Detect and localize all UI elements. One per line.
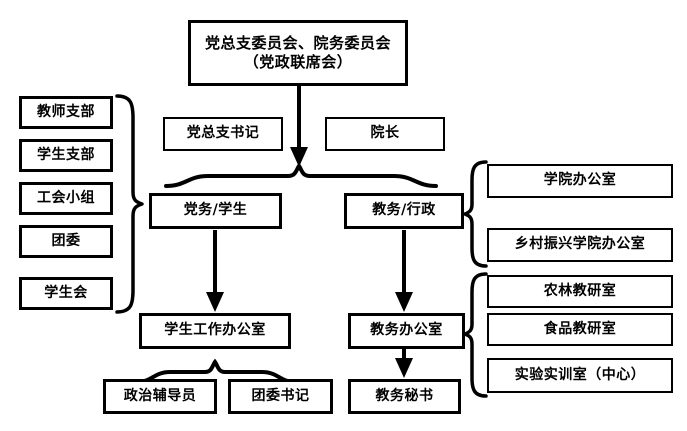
node-academic-secretary: 教务秘书 — [348, 379, 461, 414]
division-party-student-label: 党务/学生 — [183, 202, 248, 219]
league-secretary-label: 团委书记 — [251, 387, 310, 404]
node-party-secretary: 党总支书记 — [163, 117, 283, 151]
node-union-group: 工会小组 — [19, 182, 113, 215]
arrow-academic-office-to-secretary — [395, 349, 413, 378]
dean-label: 院长 — [370, 125, 400, 142]
academic-secretary-label: 教务秘书 — [375, 387, 434, 404]
teacher-branch-label: 教师支部 — [37, 103, 95, 120]
youth-league-label: 团委 — [51, 232, 81, 249]
division-academic-admin-label: 教务/行政 — [372, 202, 436, 219]
node-league-secretary: 团委书记 — [228, 379, 333, 414]
student-affairs-office-label: 学生工作办公室 — [164, 322, 266, 339]
political-counselor-label: 政治辅导员 — [123, 387, 197, 404]
node-rural-revitalization-office: 乡村振兴学院办公室 — [487, 228, 673, 262]
top-committee-line1: 党总支委员会、院务委员会 — [204, 34, 391, 53]
brace-divisions — [164, 162, 438, 188]
node-agroforestry-teaching-room: 农林教研室 — [487, 275, 673, 308]
node-political-counselor: 政治辅导员 — [103, 379, 217, 414]
node-lab-training-center: 实验实训室（中心） — [487, 358, 673, 393]
node-teacher-branch: 教师支部 — [19, 96, 113, 129]
college-office-label: 学院办公室 — [543, 172, 617, 189]
node-academic-affairs-office: 教务办公室 — [348, 313, 465, 349]
student-union-label: 学生会 — [44, 284, 88, 301]
rural-revitalization-office-label: 乡村振兴学院办公室 — [514, 236, 646, 253]
party-secretary-label: 党总支书记 — [186, 125, 260, 142]
node-dean: 院长 — [325, 117, 445, 151]
node-student-branch: 学生支部 — [19, 139, 113, 172]
union-group-label: 工会小组 — [37, 189, 95, 206]
food-teaching-room-label: 食品教研室 — [543, 320, 617, 337]
arrow-party-to-student-office — [206, 230, 224, 312]
student-branch-label: 学生支部 — [37, 146, 95, 163]
brace-right-upper — [463, 160, 488, 268]
node-food-teaching-room: 食品教研室 — [487, 313, 673, 346]
node-top-committee: 党总支委员会、院务委员会 （党政联席会） — [188, 20, 408, 86]
node-division-party-student: 党务/学生 — [149, 193, 282, 229]
agroforestry-teaching-room-label: 农林教研室 — [543, 282, 617, 299]
lab-training-center-label: 实验实训室（中心） — [514, 366, 646, 383]
node-student-affairs-office: 学生工作办公室 — [139, 313, 291, 349]
node-college-office: 学院办公室 — [487, 164, 673, 198]
brace-left-group — [115, 94, 144, 314]
node-youth-league: 团委 — [19, 225, 113, 258]
top-committee-line2: （党政联席会） — [243, 53, 353, 71]
node-division-academic-admin: 教务/行政 — [344, 193, 464, 229]
arrow-academic-to-academic-office — [395, 230, 413, 312]
academic-affairs-office-label: 教务办公室 — [370, 322, 443, 339]
arrow-top-to-divisions — [290, 85, 308, 167]
node-student-union: 学生会 — [19, 277, 113, 310]
brace-right-lower — [463, 272, 488, 398]
